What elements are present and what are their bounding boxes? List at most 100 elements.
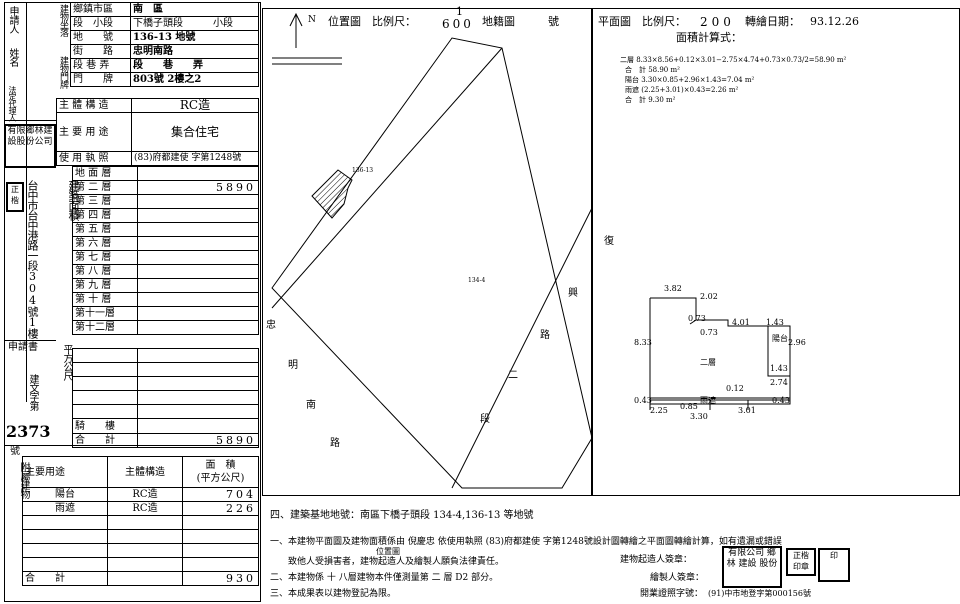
location-key: 段 小段 — [70, 16, 131, 31]
attached-use: 雨遮 — [22, 501, 108, 516]
date-value: 93.12.26 — [810, 15, 859, 28]
location-key: 街 路 — [70, 44, 131, 59]
floor-plan-title: 平面圖 比例尺： — [598, 15, 686, 28]
floor-area — [137, 208, 259, 223]
dim-r: 0.12 — [726, 384, 744, 393]
total-value: 5890 — [137, 433, 259, 448]
cert-number: (91)中市地登字第000156號 — [708, 589, 811, 598]
site-plan-drawing — [271, 12, 592, 489]
dim-g: 2.96 — [788, 338, 806, 347]
balcony-label: 陽台 — [772, 334, 788, 343]
use-value: 集合住宅 — [131, 112, 259, 152]
road2-char-1: 復 — [604, 236, 614, 247]
floor-label: 第 六 層 — [72, 236, 138, 251]
build-num-label: 建文字第 — [27, 374, 38, 410]
dim-e: 4.01 — [732, 318, 750, 327]
floor-label: 第 八 層 — [72, 264, 138, 279]
hao-label: 號 — [10, 446, 20, 457]
floor-label: 第 五 層 — [72, 222, 138, 237]
attached-area: 226 — [182, 501, 259, 516]
permit-value: (83)府都建使 字第1248號 — [131, 151, 259, 166]
location-value: 803號 2樓之2 — [130, 72, 259, 87]
floor-area — [137, 250, 259, 265]
floor-area — [137, 292, 259, 307]
floor-area — [137, 194, 259, 209]
floor-label: 第 二 層 — [72, 180, 138, 195]
struct-table: 主 體 構 造 RC造 主 要 用 途 集合住宅 使 用 執 照 (83)府都建… — [56, 98, 259, 166]
floor-label: 第 九 層 — [72, 278, 138, 293]
dim-o: 0.43 — [772, 396, 790, 405]
location-key: 地 號 — [70, 30, 131, 45]
lot-label-1: 136-13 — [352, 167, 374, 174]
bldg-loc-label: 建物坐落 — [58, 4, 68, 36]
dim-h: 8.33 — [634, 338, 652, 347]
struct-value: RC造 — [131, 98, 259, 113]
name-label: 姓名 — [7, 48, 18, 66]
attached-unit-header: (平方公尺) — [196, 473, 245, 484]
attached-area-header: 面 積 — [205, 460, 236, 471]
road2-char-5: 段 — [480, 414, 490, 425]
calc-line-2: 合 計 58.90 m² — [625, 66, 680, 74]
dim-l: 2.25 — [650, 406, 668, 415]
personal-seal-bottom: 正楷 印章 — [786, 548, 816, 576]
company-stamp: 有限鄉林建設股份公司 — [4, 124, 56, 168]
proxy-label: 法定代理人 — [8, 86, 17, 121]
road2-char-3: 路 — [540, 330, 550, 341]
company-seal-bottom: 有限公司 鄉林 建設 股份 — [722, 546, 782, 588]
calc-line-3: 陽台 3.30×0.85+2.96×1.43=7.04 m² — [625, 76, 755, 84]
floor-label: 第十二層 — [72, 320, 138, 335]
floor-area — [137, 236, 259, 251]
room-label: 二層 — [700, 358, 716, 367]
location-value: 南 區 — [130, 2, 259, 17]
attached-struct-header: 主體構造 — [107, 456, 183, 488]
attached-use: 陽台 — [22, 487, 108, 502]
floor-area — [137, 306, 259, 321]
dim-f: 1.43 — [766, 318, 784, 327]
location-value: 136-13 地號 — [130, 30, 259, 45]
note-2: 致他人受損害者，建物起造人及繪製人願負法律責任。 — [270, 557, 505, 567]
site-scale-num: 1 — [456, 5, 463, 18]
use-label: 主 要 用 途 — [56, 112, 132, 152]
floor-area — [137, 264, 259, 279]
location-key: 鄉鎮市區 — [70, 2, 131, 17]
cert-label: 開業證照字號： — [640, 589, 704, 599]
official-seal: 印 — [818, 548, 850, 582]
applicant-col — [4, 2, 27, 402]
floor-label: 第 四 層 — [72, 208, 138, 223]
date-label: 轉繪日期： — [745, 15, 800, 28]
attached-area: 704 — [182, 487, 259, 502]
calc-line-1: 二層 8.33×8.56+0.12×3.01−2.75×4.74+0.73×0.… — [620, 56, 847, 64]
location-value: 段 巷 弄 — [130, 58, 259, 73]
floor-area: 5890 — [137, 180, 259, 195]
location-key: 門 牌 — [70, 72, 131, 87]
site-plan-title: 位置圖 比例尺： — [328, 15, 416, 28]
floor-plan-drawing — [649, 297, 791, 410]
sep-line — [4, 340, 56, 341]
floor-area — [137, 278, 259, 293]
calc-line-5: 合 計 9.30 m² — [625, 96, 676, 104]
floor-label: 第十一層 — [72, 306, 138, 321]
road2-char-4: 二 — [508, 370, 518, 381]
dim-d: 0.73 — [700, 328, 718, 337]
floor-area — [137, 166, 259, 181]
attached-total-value: 930 — [182, 571, 259, 586]
owner-sign-label: 建物起造人簽章： — [620, 555, 693, 565]
dim-j: 2.74 — [770, 378, 788, 387]
calc-title: 面積計算式： — [676, 31, 742, 44]
applicant-label: 申請人 — [7, 6, 18, 33]
struct-label: 主 體 構 造 — [56, 98, 132, 113]
road-char-1: 忠 — [266, 320, 276, 331]
road-char-3: 南 — [306, 400, 316, 411]
road-char-4: 路 — [330, 438, 340, 449]
floor-label: 第 七 層 — [72, 250, 138, 265]
dim-b: 2.02 — [700, 292, 718, 301]
bldg-door-label: 建物門牌 — [58, 56, 68, 88]
doc-number: 2373 — [6, 422, 51, 441]
apply-doc-label: 申請書 — [8, 342, 38, 353]
floor-area — [137, 222, 259, 237]
attached-struct: RC造 — [107, 487, 183, 502]
road-char-2: 明 — [288, 360, 298, 371]
location-key: 段 巷 弄 — [70, 58, 131, 73]
qilou-label: 騎 樓 — [72, 418, 138, 434]
